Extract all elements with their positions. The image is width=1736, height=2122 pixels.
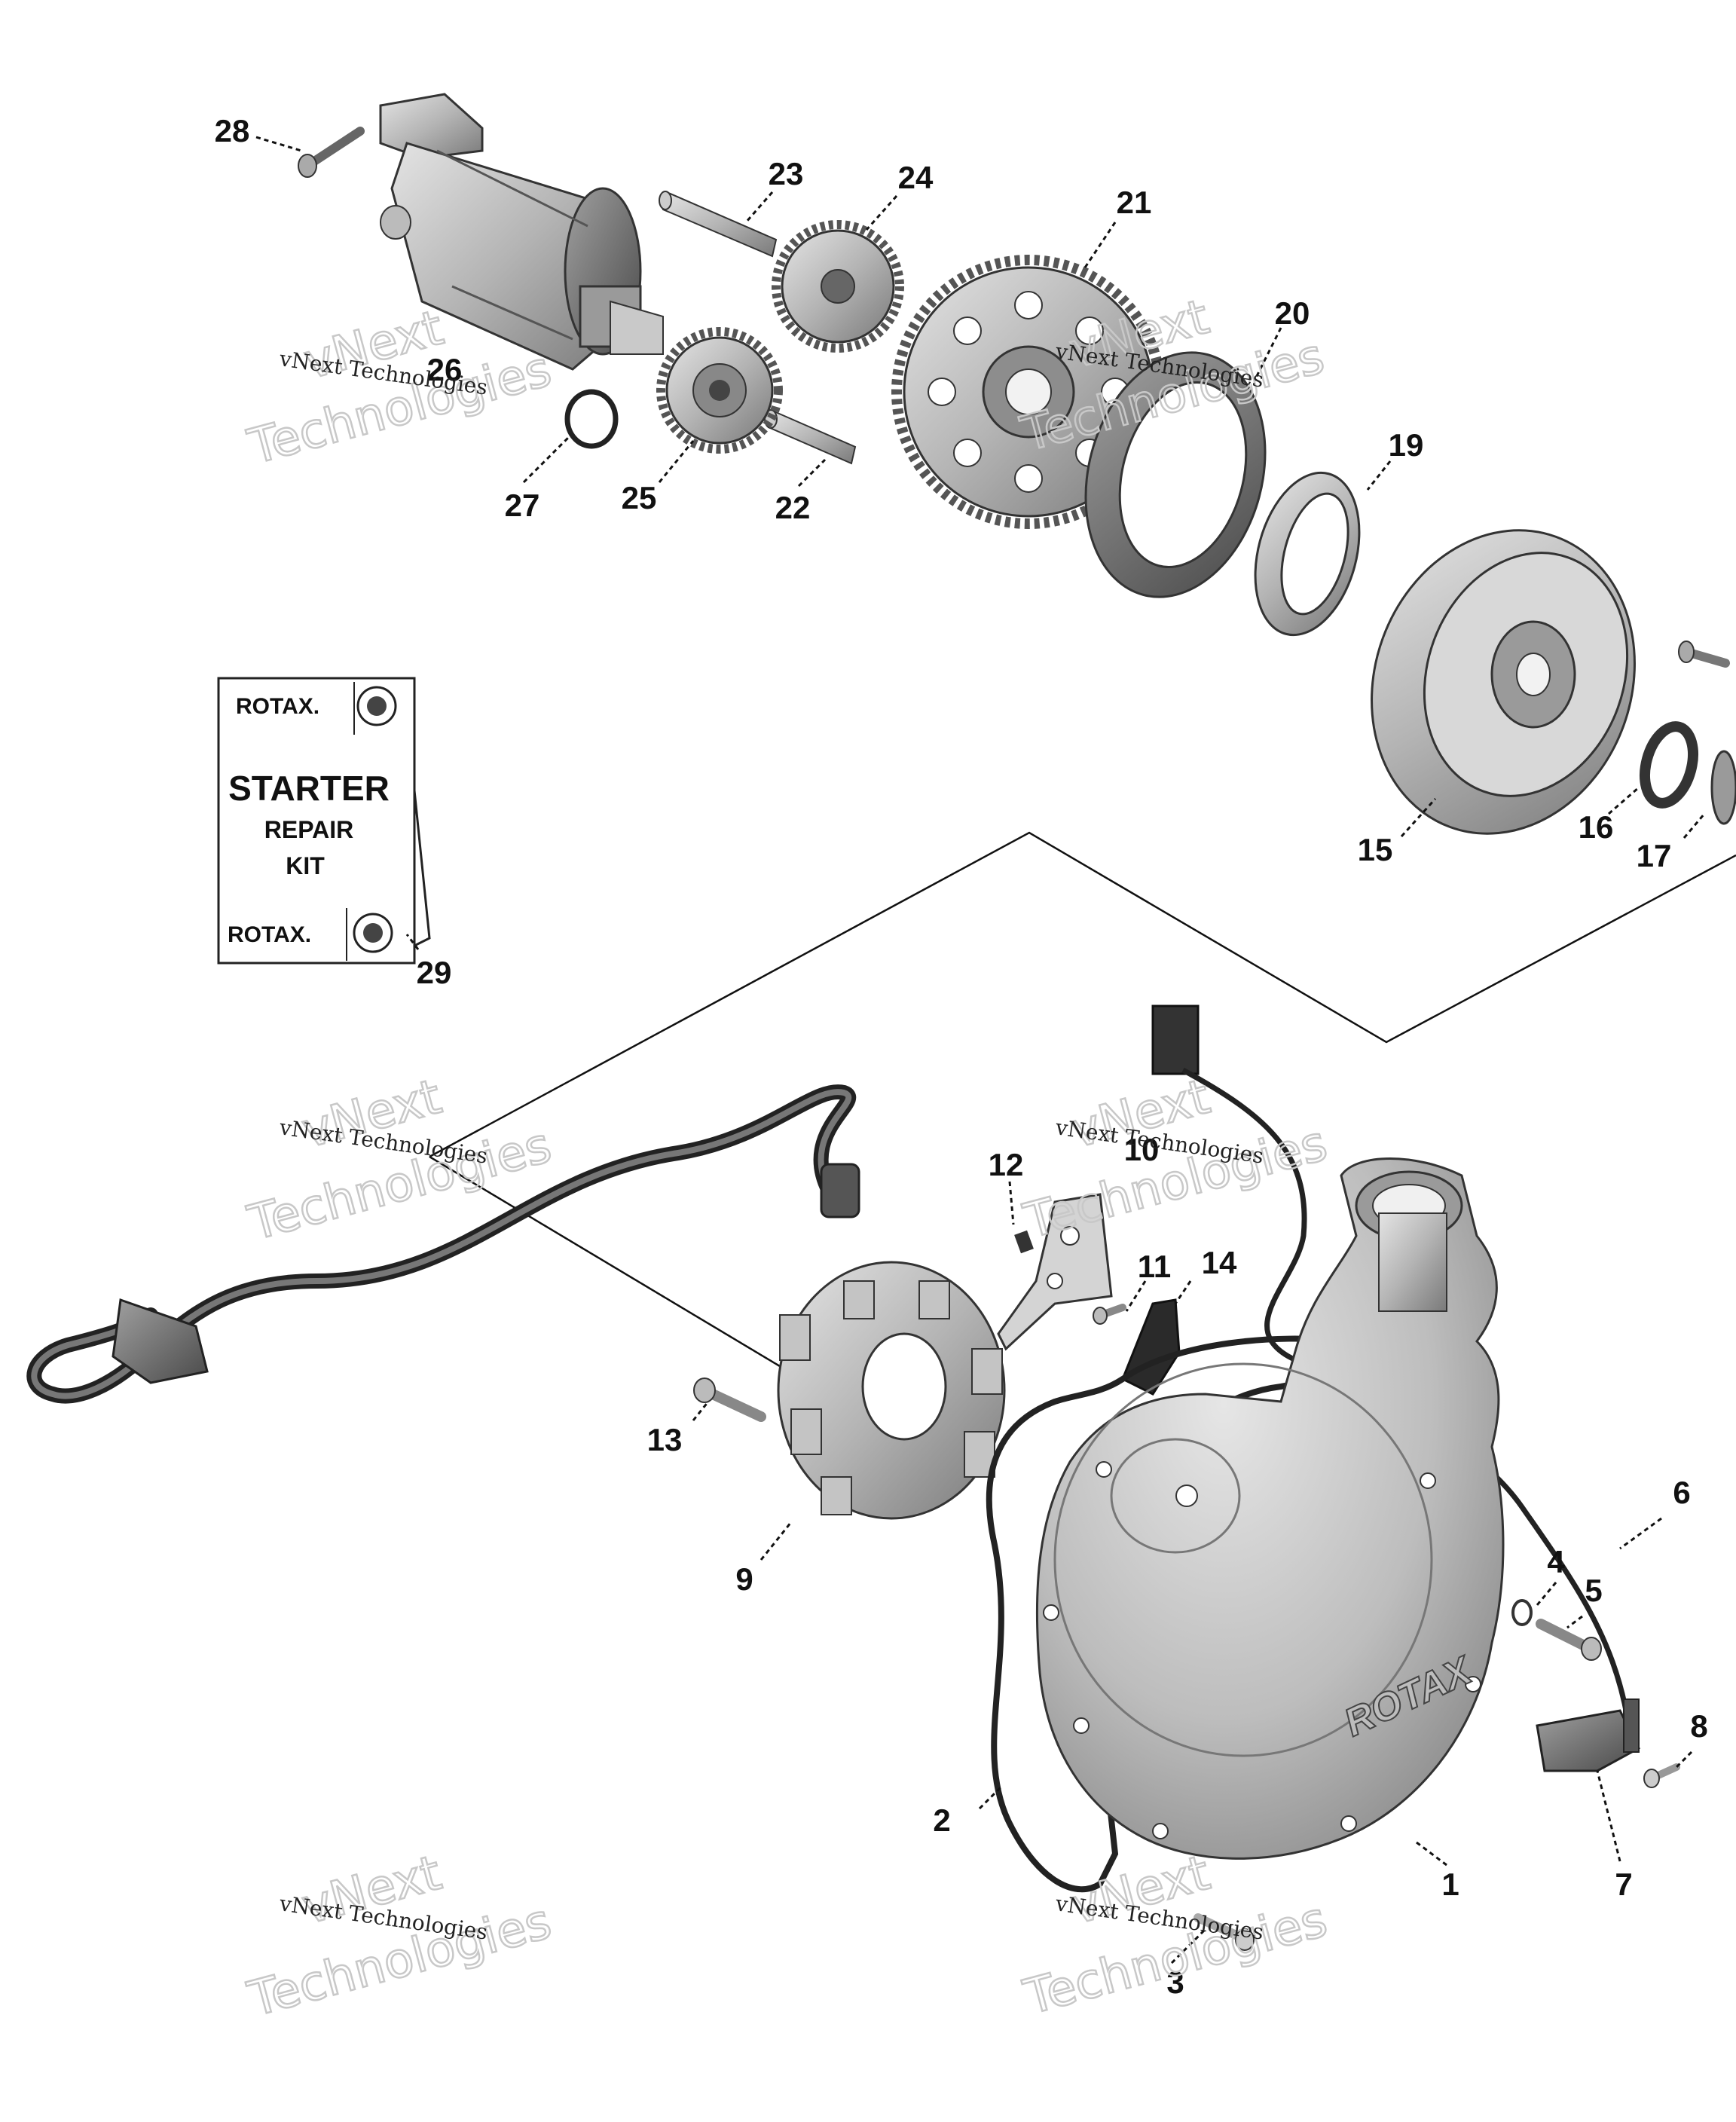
ring-20 bbox=[1084, 351, 1267, 598]
washer-4 bbox=[1511, 1599, 1533, 1626]
callout-17: 17 bbox=[1637, 838, 1672, 873]
sensor-7 bbox=[1536, 1699, 1640, 1772]
callout-27: 27 bbox=[505, 488, 540, 523]
callout-25: 25 bbox=[622, 480, 657, 515]
engine-cover-1: ROTAX bbox=[1035, 1157, 1505, 1860]
callout-14: 14 bbox=[1202, 1245, 1237, 1280]
callout-3: 3 bbox=[1166, 1965, 1184, 2000]
screw-13 bbox=[693, 1377, 766, 1422]
screw-11 bbox=[1093, 1304, 1126, 1325]
starter-motor bbox=[379, 93, 664, 371]
bracket-10 bbox=[997, 1193, 1113, 1351]
callout-22: 22 bbox=[775, 490, 811, 525]
callout-20: 20 bbox=[1275, 295, 1310, 331]
leader-lines bbox=[255, 136, 1706, 1965]
callout-19: 19 bbox=[1389, 427, 1424, 463]
callout-8: 8 bbox=[1690, 1708, 1707, 1744]
o-ring-27 bbox=[564, 389, 619, 449]
callout-13: 13 bbox=[647, 1422, 683, 1457]
group-boundary bbox=[429, 831, 1736, 1379]
callout-7: 7 bbox=[1615, 1867, 1632, 1902]
screw-8 bbox=[1643, 1763, 1680, 1788]
callout-15: 15 bbox=[1358, 832, 1393, 867]
bearing-19 bbox=[1254, 471, 1361, 637]
pin-23 bbox=[659, 191, 778, 258]
callout-28: 28 bbox=[215, 113, 250, 148]
nut-17 bbox=[1710, 750, 1736, 825]
callout-4: 4 bbox=[1547, 1544, 1565, 1579]
bolt-18-partial bbox=[1678, 641, 1730, 668]
callout-16: 16 bbox=[1579, 809, 1614, 845]
pin-22 bbox=[764, 409, 857, 465]
callout-2: 2 bbox=[933, 1802, 950, 1838]
flywheel-15 bbox=[1371, 529, 1636, 835]
screw-12 bbox=[1014, 1230, 1034, 1254]
gear-25 bbox=[656, 327, 783, 454]
callout-23: 23 bbox=[769, 156, 804, 191]
callout-21: 21 bbox=[1117, 185, 1152, 220]
kit-title: STARTER bbox=[228, 769, 390, 808]
callout-12: 12 bbox=[989, 1147, 1024, 1182]
kit-line3: KIT bbox=[286, 852, 325, 879]
gear-24 bbox=[772, 220, 904, 353]
screw-3 bbox=[1194, 1913, 1255, 1951]
callouts: 1 2 3 4 5 6 7 8 9 10 11 12 13 14 15 16 1… bbox=[215, 113, 1708, 2000]
callout-24: 24 bbox=[898, 160, 934, 195]
kit-line2: REPAIR bbox=[264, 816, 354, 843]
callout-9: 9 bbox=[735, 1561, 753, 1597]
callout-1: 1 bbox=[1441, 1867, 1459, 1902]
harness-connector bbox=[112, 1298, 209, 1384]
callout-11: 11 bbox=[1138, 1249, 1171, 1284]
callout-29: 29 bbox=[417, 955, 452, 990]
callout-5: 5 bbox=[1585, 1573, 1602, 1608]
callout-10: 10 bbox=[1124, 1132, 1160, 1167]
stator-9 bbox=[777, 1261, 1006, 1520]
bolt-5 bbox=[1536, 1619, 1602, 1661]
callout-26: 26 bbox=[427, 352, 463, 387]
wire-grommet bbox=[820, 1163, 860, 1218]
kit-brand-bottom: ROTAX. bbox=[228, 922, 311, 947]
washer-16 bbox=[1640, 721, 1698, 809]
callout-6: 6 bbox=[1673, 1475, 1690, 1510]
kit-brand-top: ROTAX. bbox=[236, 694, 319, 719]
starter-repair-kit: ROTAX. STARTER REPAIR KIT ROTAX. bbox=[217, 677, 431, 965]
screw-28 bbox=[298, 127, 365, 178]
